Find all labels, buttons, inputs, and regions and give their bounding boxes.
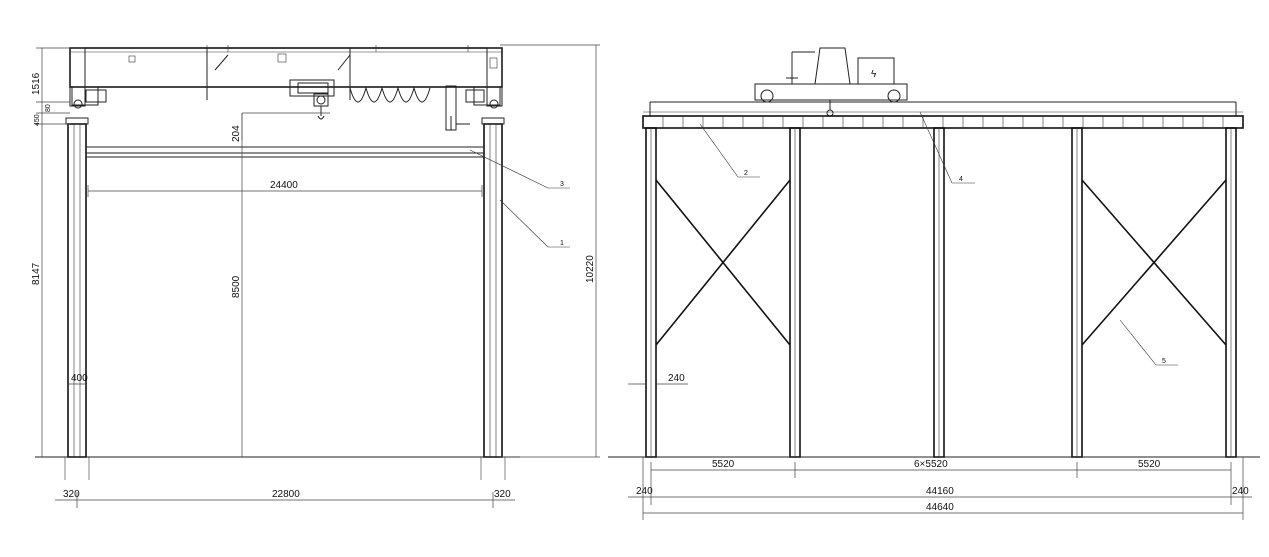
side-crane: ϟ (754, 47, 908, 117)
dim-column-width: 400 (71, 373, 88, 384)
callout-5: 5 (1162, 358, 1166, 365)
crane-bridge (69, 45, 503, 107)
dim-bay-mid: 6×5520 (914, 459, 948, 470)
callout-4: 4 (959, 176, 963, 183)
crane-trolley (71, 79, 501, 131)
dim-edge-right: 240 (1232, 486, 1249, 497)
callout-1: 1 (560, 240, 564, 247)
front-horizontal-dims (55, 185, 515, 508)
dim-hook-offset: 204 (231, 125, 242, 142)
dim-column-offset: 240 (668, 373, 685, 384)
runway-beam (642, 101, 1244, 129)
dim-column-height: 8147 (31, 262, 42, 285)
dim-base-left: 320 (63, 489, 80, 500)
front-vertical-dims (36, 44, 600, 458)
dim-base-right: 320 (494, 489, 511, 500)
dim-top-crane-height: 1516 (31, 72, 42, 95)
dim-small-gap: 80 (45, 104, 52, 112)
cross-bracing (655, 179, 1227, 346)
front-view: 1516 450 80 204 24400 8500 8147 10220 40… (31, 44, 600, 508)
dim-rail-gap: 450 (34, 114, 41, 126)
callout-3: 3 (560, 181, 564, 188)
dim-span-axis: 22800 (272, 489, 300, 500)
electric-hazard-icon: ϟ (871, 69, 877, 80)
tie-beam (86, 146, 484, 158)
dim-total-height: 10220 (585, 255, 596, 283)
side-view: ϟ (608, 47, 1260, 520)
dim-bay-right: 5520 (1138, 459, 1161, 470)
right-column (481, 117, 505, 458)
left-column (65, 117, 89, 458)
dim-span-inner: 24400 (270, 180, 298, 191)
dim-hook-height: 8500 (231, 275, 242, 298)
dim-total-axis: 44160 (926, 486, 954, 497)
dim-edge-left: 240 (636, 486, 653, 497)
dim-bay-left: 5520 (712, 459, 735, 470)
dim-total-length: 44640 (926, 502, 954, 513)
callout-2: 2 (744, 170, 748, 177)
side-columns (645, 127, 1237, 458)
side-dims (628, 383, 1252, 520)
